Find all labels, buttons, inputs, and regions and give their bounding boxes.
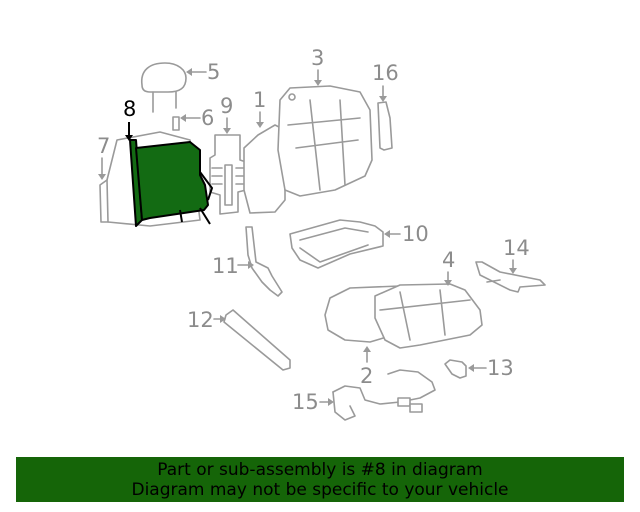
callout-6[interactable]: 6 xyxy=(201,106,215,130)
part-info-banner: Part or sub-assembly is #8 in diagram Di… xyxy=(16,457,624,502)
callout-9[interactable]: 9 xyxy=(220,94,234,118)
callout-14[interactable]: 14 xyxy=(503,236,530,260)
callout-1[interactable]: 1 xyxy=(253,88,267,112)
callout-15[interactable]: 15 xyxy=(292,390,319,414)
part-8-seatback-frame[interactable] xyxy=(129,139,214,227)
exploded-view-drawing xyxy=(98,62,546,421)
part-11-rail[interactable] xyxy=(245,226,283,297)
part-6-guide[interactable] xyxy=(172,116,180,131)
leader-lines xyxy=(98,68,517,406)
callout-16[interactable]: 16 xyxy=(372,61,399,85)
callout-13[interactable]: 13 xyxy=(487,356,514,380)
part-12-strip[interactable] xyxy=(223,309,291,371)
banner-disclaimer-line: Diagram may not be specific to your vehi… xyxy=(131,480,509,500)
callout-7[interactable]: 7 xyxy=(97,134,111,158)
callout-11[interactable]: 11 xyxy=(212,254,239,278)
banner-part-line: Part or sub-assembly is #8 in diagram xyxy=(157,460,483,480)
callout-4[interactable]: 4 xyxy=(442,248,456,272)
part-15-wire-harness[interactable] xyxy=(332,369,436,421)
part-13-clip[interactable] xyxy=(444,359,467,379)
part-14-bracket[interactable] xyxy=(475,261,546,293)
part-5-headrest[interactable] xyxy=(140,62,187,113)
part-4-cushion-cover[interactable] xyxy=(374,283,483,349)
callout-2[interactable]: 2 xyxy=(360,364,374,388)
callout-8-highlighted[interactable]: 8 xyxy=(123,97,137,121)
callout-10[interactable]: 10 xyxy=(402,222,429,246)
part-9-bracket[interactable] xyxy=(209,134,247,215)
part-3-seatback-cover[interactable] xyxy=(277,85,373,197)
part-16-trim[interactable] xyxy=(377,101,393,151)
callout-3[interactable]: 3 xyxy=(311,46,325,70)
parts-diagram: 1 2 3 4 5 6 7 8 9 10 11 12 13 14 15 16 xyxy=(97,46,546,421)
part-10-pan[interactable] xyxy=(289,219,384,269)
callout-12[interactable]: 12 xyxy=(187,308,214,332)
callout-5[interactable]: 5 xyxy=(207,60,221,84)
